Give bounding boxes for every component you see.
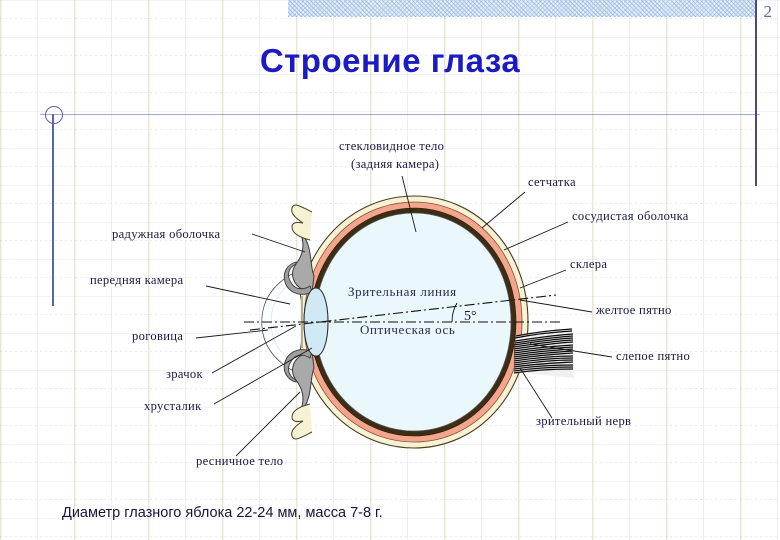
label-macula: желтое пятно: [595, 303, 672, 317]
leader-optic-nerve: [519, 367, 553, 419]
leader-cornea: [195, 329, 269, 339]
diagram-caption: Диаметр глазного яблока 22-24 мм, масса …: [62, 505, 383, 521]
leader-macula: [519, 299, 593, 313]
angle-arc: [451, 302, 458, 323]
inner-labels: Зрительная линия Оптическая ось 5°: [348, 284, 477, 337]
visual-line-axis: [249, 294, 557, 331]
label-lens: хрусталик: [144, 399, 202, 413]
vertical-rule-left: [52, 114, 54, 306]
leader-vitreous-body: [401, 175, 417, 233]
label-blind-spot: слепое пятно: [616, 349, 690, 363]
leader-retina: [481, 191, 526, 229]
leader-blind-spot: [529, 343, 613, 358]
label-optic-nerve: зрительный нерв: [536, 414, 631, 428]
leader-sclera: [519, 269, 567, 289]
label-ciliary-body: ресничное тело: [196, 454, 283, 468]
label-retina: сетчатка: [528, 175, 576, 189]
crop-mark-circle-icon: [45, 106, 63, 124]
conjunctiva-flap-top: [291, 204, 313, 241]
leader-choroid: [503, 221, 569, 251]
label-cornea: роговица: [132, 329, 183, 343]
label-anterior-chamber: передняя камера: [90, 273, 184, 287]
vertical-rule-right: [755, 0, 757, 186]
leader-pupil: [211, 325, 297, 374]
horizontal-rule: [40, 114, 760, 115]
anterior-segment: [261, 230, 329, 414]
label-vitreous-body: стекловидное тело: [339, 139, 444, 153]
leader-anterior-chamber: [205, 285, 291, 305]
page-title: Строение глаза: [259, 42, 521, 79]
leader-lines: [195, 175, 613, 457]
label-iris: радужная оболочка: [112, 227, 221, 241]
label-optical-axis: Оптическая ось: [360, 322, 455, 337]
label-pupil: зрачок: [166, 367, 203, 381]
leader-ciliary-body: [235, 391, 301, 457]
label-posterior-chamber: (задняя камера): [351, 157, 439, 171]
top-hatched-band: [288, 0, 755, 17]
leader-iris: [251, 233, 306, 253]
conjunctiva-flap-bottom: [291, 403, 313, 440]
optic-nerve-fibers: [513, 328, 574, 374]
optic-nerve-bundle: [513, 328, 574, 378]
callout-labels: стекловидное тело (задняя камера) сетчат…: [90, 139, 690, 468]
label-choroid: сосудистая оболочка: [572, 209, 689, 223]
page-number: 2: [763, 2, 773, 21]
leader-lens: [213, 347, 313, 405]
optic-nerve-body: [514, 330, 574, 378]
label-sclera: склера: [570, 257, 607, 271]
conjunctiva-flaps: [291, 204, 313, 440]
label-visual-line: Зрительная линия: [348, 284, 457, 299]
label-angle-value: 5°: [464, 309, 477, 324]
axes: [244, 294, 560, 331]
